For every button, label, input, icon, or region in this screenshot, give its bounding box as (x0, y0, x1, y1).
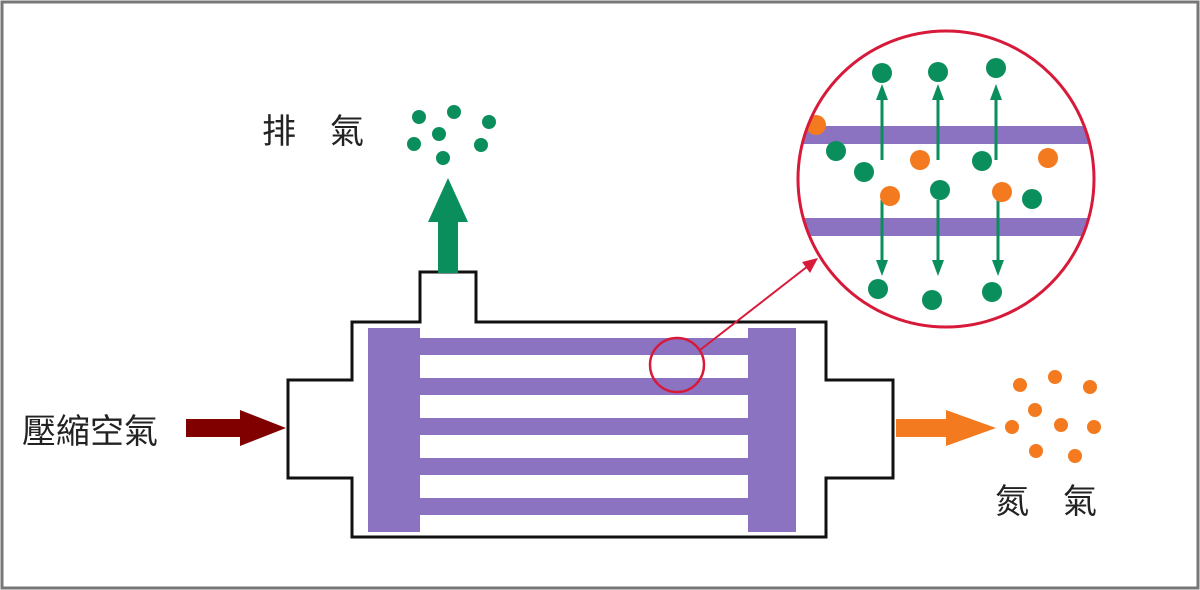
zoom-background (798, 31, 1094, 327)
membrane-fiber (420, 458, 748, 475)
membrane-fibers (420, 338, 748, 515)
inlet-header (368, 328, 420, 532)
zoom-detail (796, 29, 1096, 329)
exhaust-arrow-icon (428, 178, 468, 273)
membrane-fiber (420, 498, 748, 515)
membrane-fiber (420, 418, 748, 435)
outlet-header (748, 328, 796, 532)
membrane-fiber (420, 338, 748, 355)
exhaust-label: 排氣 (262, 112, 398, 152)
magnifier-spot (648, 336, 706, 394)
exhaust-particles (407, 105, 496, 165)
zoom-oxygen-particles (826, 58, 1042, 310)
zoom-membrane-top (798, 126, 1094, 144)
zoom-membrane-bottom (798, 218, 1094, 236)
compressed-air-label: 壓縮空氣 (22, 412, 158, 452)
oxygen-permeation-down (876, 200, 1004, 276)
nitrogen-arrow-icon (896, 410, 996, 446)
zoom-border (796, 29, 1096, 329)
oxygen-permeation-up (876, 84, 1002, 160)
magnify-arrow-icon (699, 258, 818, 351)
nitrogen-particles (1005, 370, 1101, 463)
nitrogen-label: 氮氣 (995, 482, 1131, 522)
inlet-arrow-icon (186, 410, 286, 446)
